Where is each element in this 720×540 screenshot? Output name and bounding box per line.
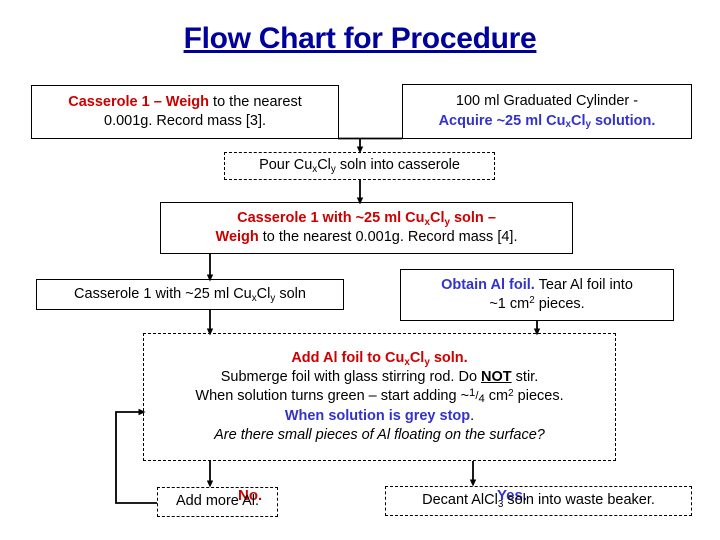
box-line: Obtain Al foil. Tear Al foil into	[441, 276, 633, 293]
box-line: Add more Al.	[175, 493, 259, 510]
edge-label-yes: Yes.	[497, 487, 528, 504]
add-al-foil-box: Add Al foil to CuxCly soln. Submerge foi…	[143, 333, 616, 461]
pour-solution-box: Pour CuxCly soln into casserole	[224, 152, 495, 180]
box-line: Weigh to the nearest 0.001g. Record mass…	[215, 229, 518, 245]
edge-label-no: No.	[238, 487, 263, 504]
casserole-with-soln-weigh-box: Casserole 1 with ~25 ml CuxCly soln – We…	[160, 202, 573, 254]
box-line: Decant AlCl3 soln into waste beaker.	[422, 492, 655, 511]
box-line: Submerge foil with glass stirring rod. D…	[220, 369, 539, 386]
add-more-al-box: Add more Al.	[157, 487, 278, 517]
page-title: Flow Chart for Procedure	[183, 22, 537, 55]
box-line: 0.001g. Record mass [3].	[104, 113, 266, 129]
box-line: Casserole 1 – Weigh to the nearest	[68, 93, 302, 110]
box-line: Casserole 1 with ~25 ml CuxCly soln	[74, 285, 306, 304]
graduated-cylinder-box: 100 ml Graduated Cylinder - Acquire ~25 …	[402, 84, 692, 139]
casserole-with-soln-box: Casserole 1 with ~25 ml CuxCly soln	[36, 279, 344, 310]
decant-alcl3-box: Decant AlCl3 soln into waste beaker.	[385, 486, 692, 516]
casserole-1-weigh-box: Casserole 1 – Weigh to the nearest 0.001…	[31, 85, 339, 139]
box-line: ~1 cm2 pieces.	[489, 295, 585, 312]
box-line: Are there small pieces of Al floating on…	[214, 426, 545, 443]
box-line: Add Al foil to CuxCly soln.	[291, 350, 468, 369]
box-line: Casserole 1 with ~25 ml CuxCly soln –	[237, 209, 496, 228]
box-line: When solution turns green – start adding…	[195, 386, 564, 405]
box-line: Acquire ~25 ml CuxCly solution.	[438, 112, 656, 131]
box-line: When solution is grey stop.	[284, 407, 475, 424]
box-line: Pour CuxCly soln into casserole	[259, 157, 460, 176]
obtain-al-foil-box: Obtain Al foil. Tear Al foil into ~1 cm2…	[400, 269, 674, 321]
box-line: 100 ml Graduated Cylinder -	[455, 93, 639, 110]
